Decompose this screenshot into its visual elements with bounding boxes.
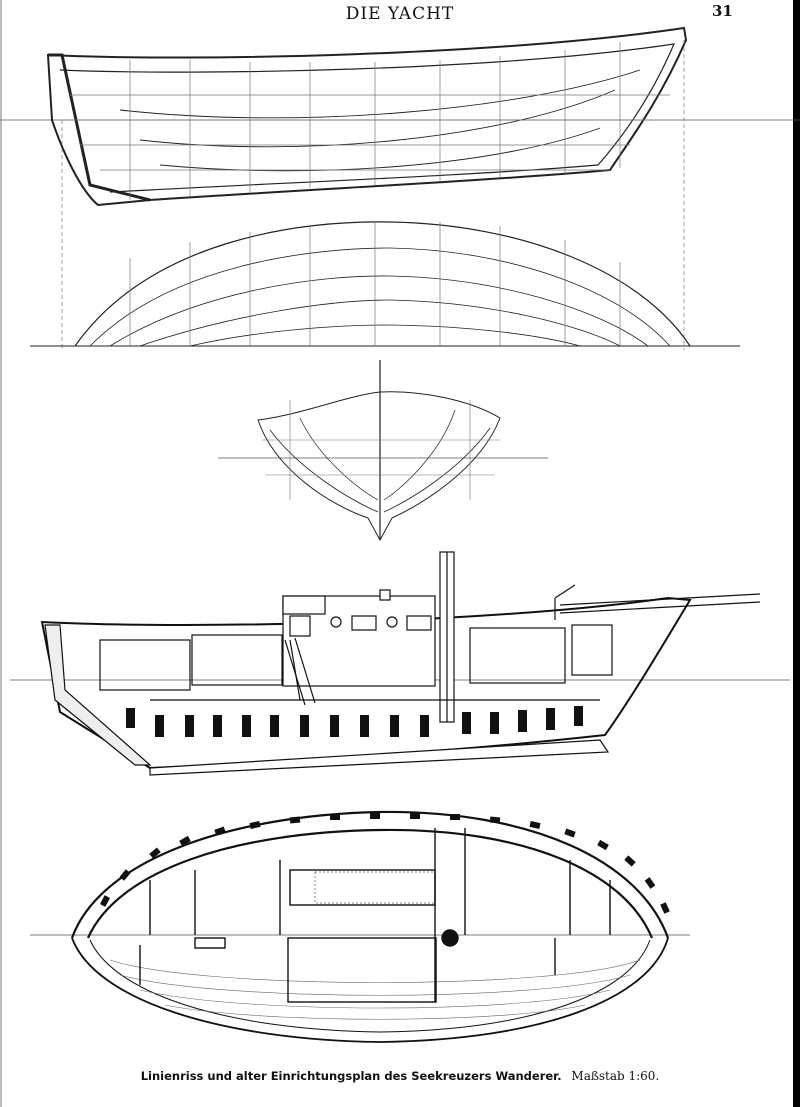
page-edge-binding (793, 0, 800, 1107)
caption-text: Linienriss und alter Einrichtungsplan de… (140, 1069, 562, 1083)
caption-scale: Maßstab 1:60. (571, 1069, 660, 1083)
journal-title: DIE YACHT (345, 4, 455, 24)
figure-caption: Linienriss und alter Einrichtungsplan de… (0, 1069, 800, 1083)
half-breadth-grid (129, 222, 621, 346)
page-edge-shadow (0, 0, 2, 1107)
deck-plan-frames (100, 813, 670, 914)
body-plan (218, 360, 548, 542)
deck-plan (30, 810, 690, 1043)
inboard-profile (10, 551, 790, 776)
half-breadth-plan (30, 221, 740, 347)
page-number: 31 (712, 2, 733, 20)
sheer-plan-lines (0, 26, 800, 207)
sheer-plan-grid (61, 40, 685, 350)
frame-floors (126, 706, 583, 737)
